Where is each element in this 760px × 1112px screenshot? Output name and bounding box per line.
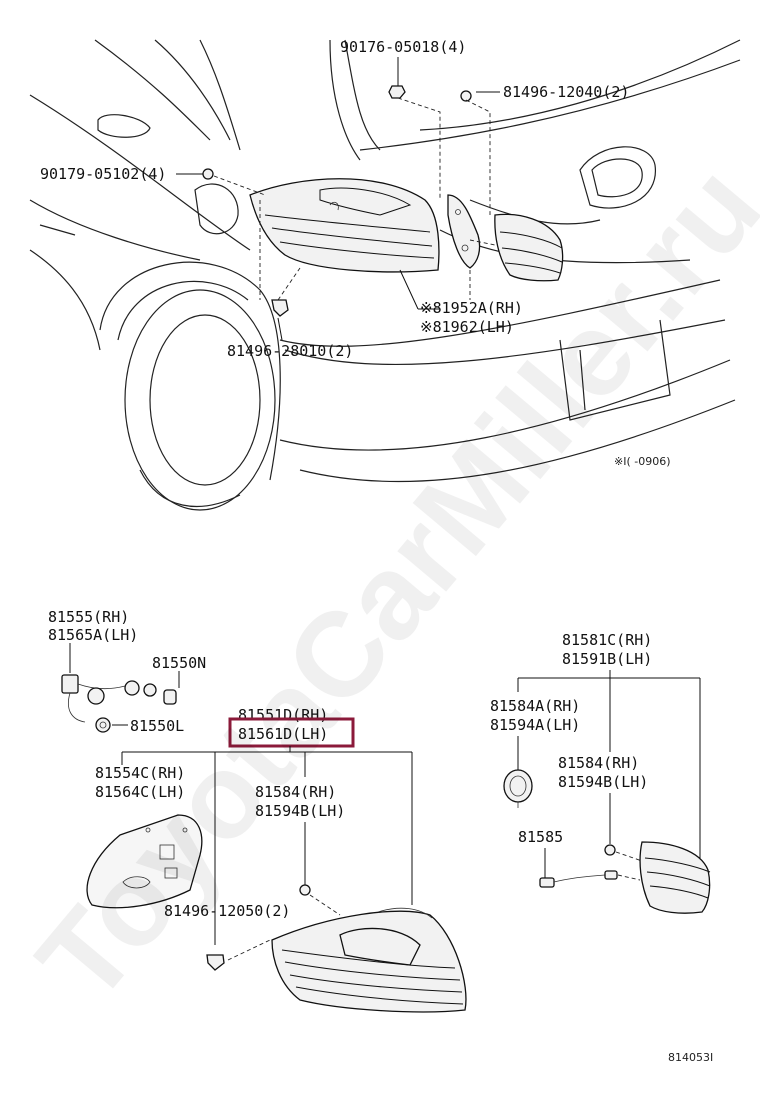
socket-81555-icon	[61, 674, 157, 733]
note-production-range: ※I( -0906)	[614, 455, 671, 468]
label-81581C-rh: 81581C(RH)	[562, 631, 652, 649]
clip-81496-12050-icon	[206, 954, 225, 971]
label-90176-05018: 90176-05018(4)	[340, 38, 466, 56]
tail-lamp-81591B-lh	[639, 841, 711, 914]
socket-81584A-icon	[503, 769, 533, 808]
label-81550N: 81550N	[152, 654, 206, 672]
tail-lamp-81561D-lh	[271, 907, 467, 1013]
nut-81496-12040-icon	[460, 90, 472, 102]
highlight-box	[228, 717, 355, 748]
top-tail-lamp-inner	[494, 213, 564, 282]
clip-81496-28010-icon	[271, 299, 289, 317]
label-81496-28010: 81496-28010(2)	[227, 342, 353, 360]
bolt-90176-icon	[388, 85, 406, 99]
label-81962-lh: ※81962(LH)	[420, 318, 514, 336]
label-81584-rh-right: 81584(RH)	[558, 754, 639, 772]
label-81496-12050: 81496-12050(2)	[164, 902, 290, 920]
label-90179-05102: 90179-05102(4)	[40, 165, 166, 183]
label-81952A-rh: ※81952A(RH)	[420, 299, 523, 317]
nut-81584-right-icon	[604, 844, 616, 856]
figure-id: 814053I	[668, 1051, 713, 1064]
label-81594A-lh: 81594A(LH)	[490, 716, 580, 734]
label-81555-rh: 81555(RH)	[48, 608, 129, 626]
vehicle-rear-illustration	[29, 39, 741, 511]
label-81561D-lh[interactable]: 81561D(LH)	[238, 725, 328, 743]
label-81584A-rh: 81584A(RH)	[490, 697, 580, 715]
label-81496-12040: 81496-12040(2)	[503, 83, 629, 101]
top-lamp-bracket	[447, 194, 481, 269]
label-81594B-lh-left: 81594B(LH)	[255, 802, 345, 820]
top-tail-lamp-outer	[249, 178, 440, 273]
label-81585: 81585	[518, 828, 563, 846]
bulb-81585-icon	[539, 870, 618, 888]
label-81584-rh-left: 81584(RH)	[255, 783, 336, 801]
bulb-81550N-icon	[163, 689, 177, 705]
label-81550L: 81550L	[130, 717, 184, 735]
label-81554C-rh: 81554C(RH)	[95, 764, 185, 782]
label-81594B-lh-right: 81594B(LH)	[558, 773, 648, 791]
nut-81584-left-icon	[299, 884, 311, 896]
gasket-81554C-icon	[86, 814, 203, 909]
label-81591B-lh: 81591B(LH)	[562, 650, 652, 668]
label-81565A-lh: 81565A(LH)	[48, 626, 138, 644]
screw-90179-icon	[202, 168, 214, 180]
label-81564C-lh: 81564C(LH)	[95, 783, 185, 801]
